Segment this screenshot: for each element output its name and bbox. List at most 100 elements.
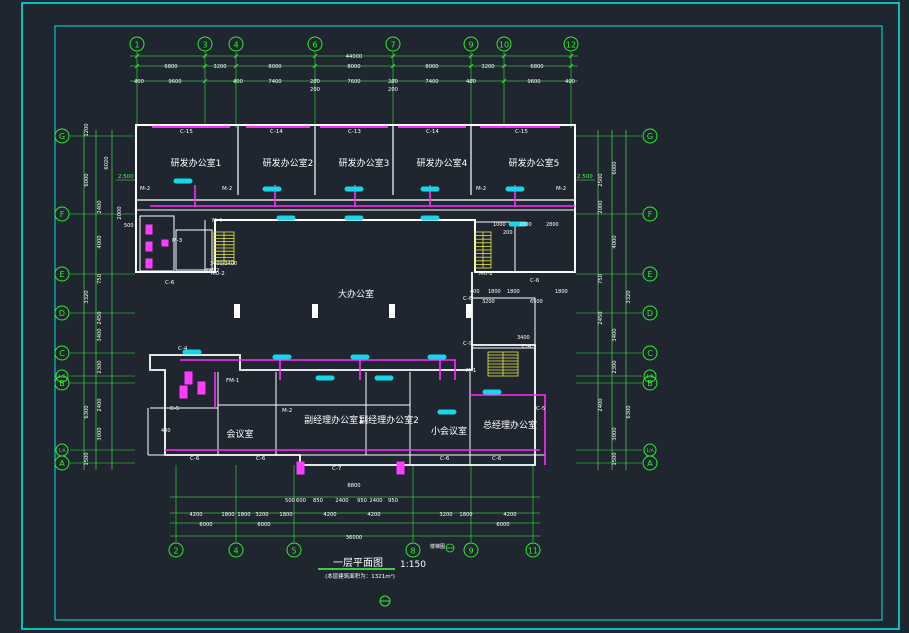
axis-label-left: A	[59, 459, 65, 468]
dim-f: 2000	[519, 222, 532, 228]
room-vgm2: 副经理办公室2	[359, 414, 419, 426]
dim-text: 1800	[237, 512, 250, 518]
dim-stair-right: 3400	[517, 335, 530, 341]
dim-text: 7400	[268, 79, 281, 85]
tag: M-2	[476, 186, 486, 192]
fan-coil-unit	[505, 186, 525, 192]
tag: C-4	[522, 344, 532, 350]
fan-coil-unit	[315, 375, 335, 381]
axis-bubble-sub	[643, 443, 657, 457]
tag: M-2	[222, 186, 232, 192]
dim-text: 3200	[481, 64, 494, 70]
axis-bubble-bottom	[168, 542, 184, 558]
elev-left: 2.500	[118, 174, 134, 180]
dim-text: 600	[296, 498, 306, 504]
tag: C-6	[256, 456, 266, 462]
fan-coil-unit	[344, 215, 364, 221]
tag: C-15	[180, 129, 193, 135]
dim-text: 200	[310, 87, 320, 93]
axis-label-bottom: 5	[291, 547, 296, 556]
axis-label-left: E	[59, 270, 64, 279]
dim-text: 4000	[97, 235, 103, 248]
tag: M0-2	[211, 271, 225, 277]
axis-bubble-sub	[55, 443, 69, 457]
dim-text: 4200	[323, 512, 336, 518]
axis-label-top: 3	[202, 41, 207, 50]
fan-coil-unit	[508, 221, 528, 227]
axis-label-left: B	[59, 379, 65, 388]
dim-text: 4200	[367, 512, 380, 518]
fan-coil-unit	[482, 389, 502, 395]
axis-label-left: G	[59, 132, 65, 141]
room-rd3: 研发办公室3	[339, 157, 390, 169]
dim-text: 950	[357, 498, 367, 504]
dim-tick	[312, 78, 318, 84]
axis-bubble-left	[54, 345, 70, 361]
elevation-markers: 2.500 2.500	[116, 174, 595, 181]
building-walls	[135, 124, 576, 466]
dim-text: 750	[97, 274, 103, 284]
dim-text: 2300	[612, 360, 618, 373]
dim-text: 3000	[97, 427, 103, 440]
dim-tick	[134, 78, 140, 84]
axis-bubble-right	[642, 128, 658, 144]
dim-text: 3400	[97, 328, 103, 341]
duct-lines	[150, 185, 575, 465]
fan-coil-unit	[350, 354, 370, 360]
dim-tick	[390, 63, 396, 69]
axis-bubble-top	[129, 36, 145, 52]
outer-frame	[21, 2, 900, 630]
axis-label-top: 7	[390, 41, 395, 50]
axis-bubble-top	[197, 36, 213, 52]
dim-e: 400	[470, 289, 480, 295]
axis-label-left: C	[59, 349, 65, 358]
dim-tick	[312, 53, 318, 59]
dim-text: 400	[233, 79, 243, 85]
dim-f: 200	[503, 230, 513, 236]
tag: M-4	[212, 218, 223, 224]
axis-label-bottom: 9	[468, 547, 473, 556]
dim-text: 1500	[612, 452, 618, 465]
fan-coil-unit	[182, 349, 202, 355]
drawing-scale: 1:150	[400, 560, 426, 570]
axis-bubble-top	[307, 36, 323, 52]
axis-bubble-top	[228, 36, 244, 52]
axis-label-top: 12	[566, 41, 576, 50]
dim-text: 2400	[598, 398, 604, 411]
axis-label-right: D	[647, 309, 653, 318]
dim-tick	[134, 53, 140, 59]
fan-coil-unit	[262, 186, 282, 192]
axis-bubble-left	[54, 128, 70, 144]
fan-coil-unit	[427, 354, 447, 360]
axis-label-sub: 1/A	[646, 448, 654, 454]
axis-label-right: C	[647, 349, 653, 358]
inner-frame	[54, 25, 883, 621]
dim-text: 8000	[425, 64, 438, 70]
dim-text: 1500	[84, 452, 90, 465]
dim-text: 3200	[213, 64, 226, 70]
axis-label-bottom: 4	[233, 547, 238, 556]
tag: C-5	[170, 406, 180, 412]
dim-tick	[501, 78, 507, 84]
dim-text: 3200	[439, 512, 452, 518]
fan-coil-unit	[173, 178, 193, 184]
axis-label-top: 4	[233, 41, 238, 50]
axis-label-bottom: 8	[410, 547, 415, 556]
tag: C-6	[165, 280, 175, 286]
tag: C-6	[190, 456, 200, 462]
dim-tick	[233, 63, 239, 69]
dim-tick	[568, 63, 574, 69]
axis-label-right: F	[648, 210, 653, 219]
dim-text: 7400	[425, 79, 438, 85]
dim-tick	[468, 53, 474, 59]
title-block: 一层平面图 1:150 (本层建筑面积为：1321m²) 楼梯图	[318, 543, 455, 607]
dim-text: 36000	[346, 535, 363, 541]
axis-bubble-bottom	[525, 542, 541, 558]
fan-coil-unit	[374, 375, 394, 381]
axis-label-top: 9	[468, 41, 473, 50]
dim-text: 2450	[598, 311, 604, 324]
tag: M0-2	[479, 271, 493, 277]
axis-bubble-sub	[55, 369, 69, 383]
stairs	[213, 231, 519, 377]
